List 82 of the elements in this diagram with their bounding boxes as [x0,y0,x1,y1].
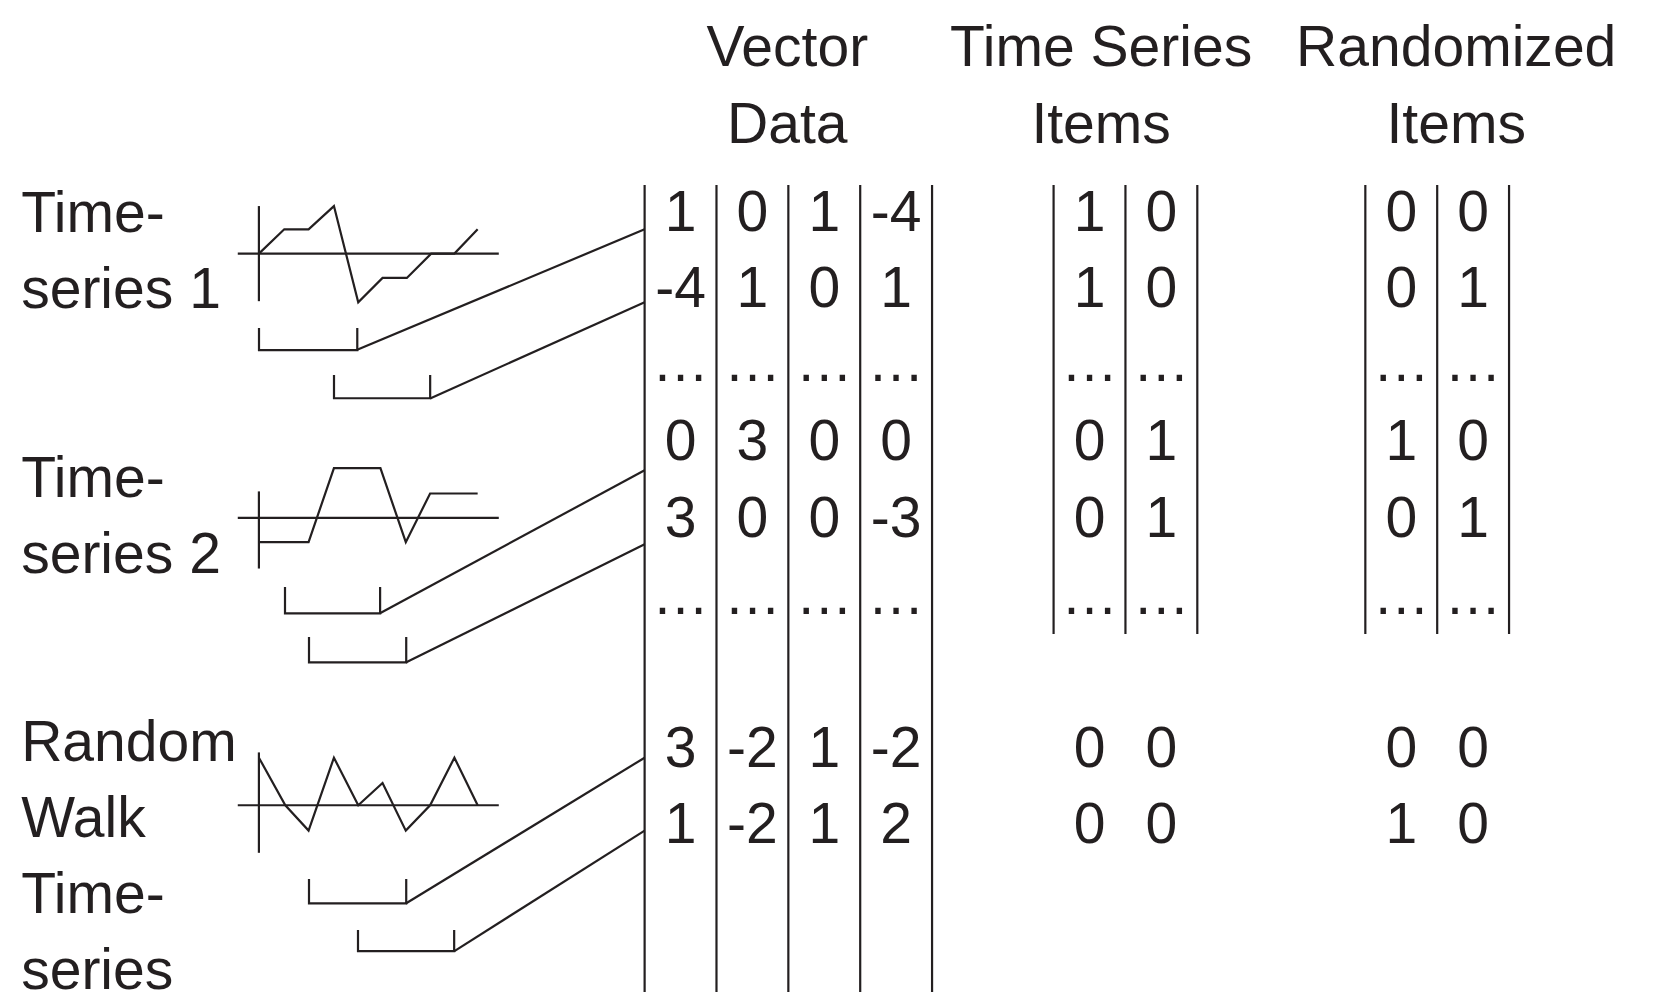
cell-value: 0 [1144,790,1179,858]
window-bracket [356,927,457,954]
cell-value: -4 [869,177,923,245]
window-bracket [283,584,383,615]
ellipsis: … [866,327,926,395]
ellipsis: … [794,327,854,395]
cell-value: 2 [879,790,913,858]
cell-value: -2 [869,714,923,782]
cell-value: 0 [1384,253,1419,321]
cell-value: 0 [1144,177,1179,245]
cell-value: 1 [1384,790,1419,858]
cell-value: 1 [1072,253,1107,321]
series-name: Random Walk Time-series [21,707,238,992]
cell-value: 0 [1456,714,1490,782]
cell-value: 1 [1144,406,1179,474]
window-bracket [306,635,408,665]
cell-value: 0 [1456,406,1490,474]
cell-value: 1 [1144,484,1179,551]
ellipsis: … [651,561,711,629]
series-name: Time-series 2 [21,443,222,587]
window-bracket [331,373,433,401]
leader-line [453,829,646,952]
cell-value: 0 [807,406,842,474]
ellipsis: … [651,327,711,395]
leader-line [405,756,646,905]
ellipsis: … [1131,561,1191,629]
cell-value: 3 [663,714,698,782]
leader-line [429,301,646,400]
cell-value: 0 [1456,177,1490,245]
leader-line [379,469,646,614]
column-heading: Vector Data [705,13,870,157]
cell-value: 0 [1072,714,1107,782]
cell-value: 0 [735,177,770,245]
cell-value: 0 [1144,253,1179,321]
window-bracket [306,877,408,906]
cell-value: 0 [807,253,842,321]
cell-value: 0 [1072,790,1107,858]
cell-value: 1 [663,790,698,858]
column-heading: Time Series Items [949,13,1254,157]
cell-value: 0 [1384,177,1419,245]
cell-value: 1 [807,177,842,245]
cell-value: 0 [735,484,770,551]
cell-value: 0 [663,406,698,474]
column-heading: Randomized Items [1295,13,1618,157]
ellipsis: … [722,327,782,395]
cell-value: 1 [807,790,842,858]
leader-line [405,543,646,664]
cell-value: 0 [1384,714,1419,782]
cell-value: -4 [654,253,707,321]
window-bracket [256,325,360,352]
cell-value: 1 [1456,484,1490,551]
ellipsis: … [1371,561,1431,629]
cell-value: 3 [735,406,770,474]
cell-value: 0 [1456,790,1490,858]
cell-value: 1 [807,714,842,782]
cell-value: 1 [735,253,770,321]
series-name: Time-series 1 [21,179,222,323]
cell-value: 1 [1384,406,1419,474]
ellipsis: … [722,561,782,629]
ellipsis: … [866,561,926,629]
cell-value: 1 [663,177,698,245]
cell-value: 1 [879,253,913,321]
leader-line [356,228,646,351]
cell-value: 0 [1072,406,1107,474]
ellipsis: … [1371,327,1431,395]
ellipsis: … [1060,327,1120,395]
cell-value: 0 [1072,484,1107,551]
cell-value: 1 [1456,253,1490,321]
cell-value: 1 [1072,177,1107,245]
cell-value: -2 [726,790,779,858]
cell-value: 3 [663,484,698,551]
cell-value: -3 [869,484,923,551]
cell-value: 0 [1144,714,1179,782]
cell-value: 0 [807,484,842,551]
ellipsis: … [1131,327,1191,395]
cell-value: 0 [879,406,913,474]
ellipsis: … [1060,561,1120,629]
ellipsis: … [794,561,854,629]
ellipsis: … [1443,327,1503,395]
cell-value: -2 [726,714,779,782]
cell-value: 0 [1384,484,1419,551]
ellipsis: … [1443,561,1503,629]
